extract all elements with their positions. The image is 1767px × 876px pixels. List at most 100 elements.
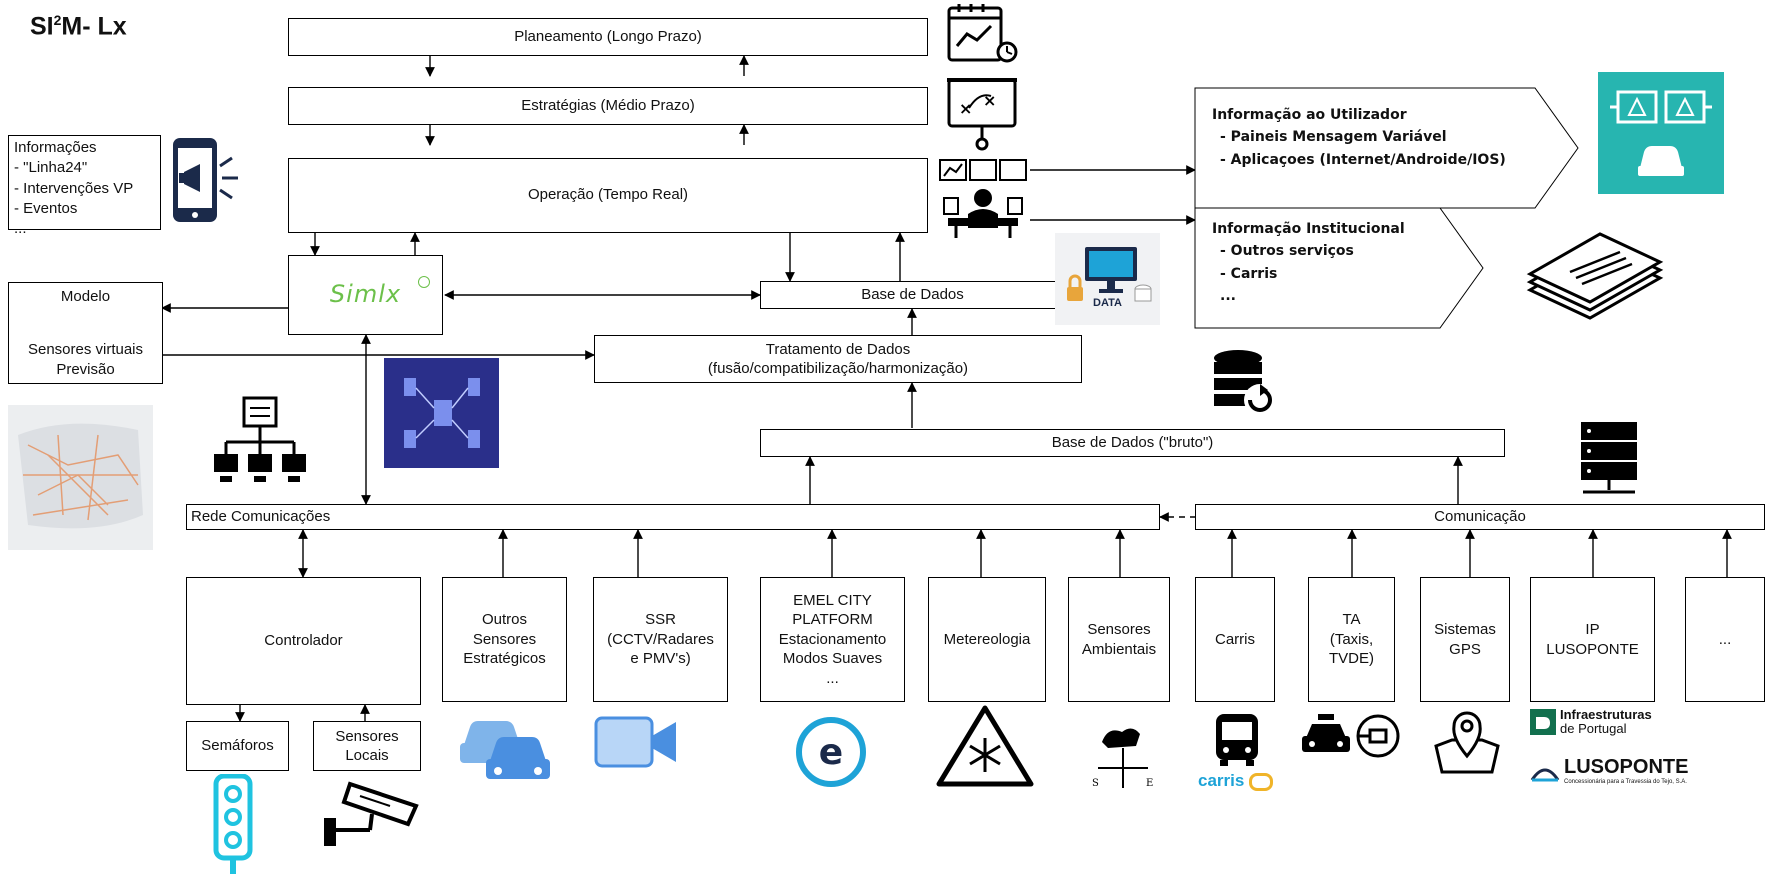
inst-info-arrow-shape [1194,207,1484,329]
database-box: Base de Dados [760,281,1065,309]
bus-icon [1216,714,1258,766]
gps-label: GPS [1449,640,1481,658]
data-treatment-subtitle: (fusão/compatibilização/harmonização) [707,360,969,377]
meteo-box: Metereologia [928,577,1046,702]
carris-logo-text: carris [1198,771,1245,790]
emel-label: ... [826,669,839,687]
network-bar: Rede Comunicações [186,504,1160,530]
taxi-icon [1302,714,1350,752]
info-left-item: - Eventos [14,199,78,217]
traffic-light-icon [213,774,253,874]
big-data-cubes-icon [384,358,499,468]
operation-box: Operação (Tempo Real) [288,158,928,233]
svg-text:×: × [959,99,972,118]
ip-logo: Infraestruturas de Portugal [1560,707,1652,737]
database-refresh-icon [1214,350,1276,416]
ssr-label: e PMV's) [630,650,691,668]
video-camera-icon [594,716,676,768]
inst-info-item: ... [1220,288,1236,305]
map-pin-icon [1434,711,1500,774]
database-label: Base de Dados [861,286,964,304]
info-left-item: ... [14,220,27,237]
more-sources-box: ... [1685,577,1765,702]
data-badge-label: DATA [1093,297,1122,309]
user-info-item: - Paineis Mensagem Variável [1220,129,1447,146]
snow-warning-icon [936,705,1034,787]
controller-label: Controlador [264,632,343,650]
planning-box: Planeamento (Longo Prazo) [288,18,928,56]
control-room-icon [939,159,1027,238]
strategies-box: Estratégias (Médio Prazo) [288,87,928,125]
ta-label: TVDE) [1329,650,1374,668]
controller-box: Controlador [186,577,421,705]
emel-label: EMEL CITY [793,591,872,609]
svg-text:E: E [1146,778,1153,789]
user-info-arrow-shape [1194,87,1579,209]
cctv-camera-icon [324,781,419,846]
ssr-label: (CCTV/Radares [607,630,714,648]
simlx-registered-icon [418,276,430,288]
model-label: Modelo [60,288,111,305]
ta-label: (Taxis, [1329,630,1374,648]
ride-hailing-icon [1356,714,1400,758]
svg-text:S: S [1092,778,1099,789]
info-left-title: Informações [14,139,97,156]
inst-info-item: - Outros serviços [1220,243,1354,260]
ip-logo-icon [1530,709,1556,735]
ssr-box: SSR(CCTV/Radares e PMV's) [593,577,728,702]
lisbon-map-icon [8,405,153,550]
cars-icon [460,721,550,779]
traffic-lights-box: Semáforos [186,721,289,771]
lusoponte-subtitle: Concessionária para a Travessia do Tejo,… [1564,779,1687,785]
carris-label: Carris [1215,630,1255,648]
gps-label: Sistemas [1434,621,1496,638]
emel-logo-icon: e [796,717,866,787]
emel-label: Modos Suaves [782,650,883,668]
user-info-title: Informação ao Utilizador [1212,107,1407,123]
inst-info-block: Informação Institucional - Outros serviç… [1212,218,1405,308]
data-treatment-title: Tratamento de Dados [765,340,911,358]
phone-megaphone-icon [173,138,238,222]
meteo-label: Metereologia [943,630,1031,648]
environment-label: Sensores [1087,621,1151,638]
other-sensors-label: Sensores [472,630,537,648]
simlx-logo: Simlx [329,280,402,309]
server-icon [1581,422,1637,494]
inst-info-item: - Carris [1220,265,1278,282]
traffic-lights-label: Semáforos [201,737,274,755]
raw-database-label: Base de Dados ("bruto") [1051,434,1214,452]
ip-label: LUSOPONTE [1546,640,1639,658]
raw-database-box: Base de Dados ("bruto") [760,429,1505,457]
network-label: Rede Comunicações [191,508,331,526]
network-hierarchy-icon [214,396,306,482]
ta-box: TA(Taxis,TVDE) [1308,577,1395,702]
ssr-label: SSR [645,611,676,629]
lusoponte-logo-text: LUSOPONTE [1564,756,1689,778]
planning-calendar-icon [947,4,1018,63]
inst-info-title: Informação Institucional [1212,221,1405,237]
documents-stack-icon [1526,232,1664,320]
ip-logo-line2: de Portugal [1560,721,1627,737]
simlx-box: Simlx [288,255,443,335]
local-sensors-label: Locais [345,747,389,764]
communication-label: Comunicação [1434,508,1526,526]
environment-label: Ambientais [1081,640,1157,658]
data-treatment-box: Tratamento de Dados (fusão/compatibiliza… [594,335,1082,383]
lusoponte-logo: LUSOPONTE Concessionária para a Travessi… [1564,756,1688,785]
more-sources-label: ... [1718,630,1732,648]
ip-logo-line1: Infraestruturas [1560,707,1652,722]
info-left-item: - Intervenções VP [14,179,134,197]
lusoponte-logo-icon [1530,768,1560,782]
forecast-label: Previsão [56,360,115,378]
other-sensors-label: Estratégicos [463,650,546,668]
communication-bar: Comunicação [1195,504,1765,530]
